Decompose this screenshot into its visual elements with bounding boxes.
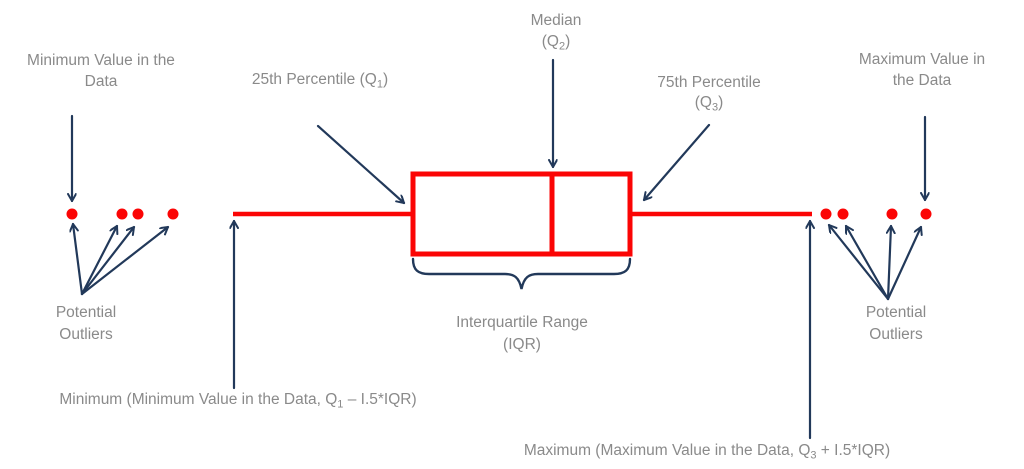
right-outliers-label-line2: Outliers [869, 326, 923, 343]
max-formula-close: + I.5*IQR) [817, 442, 891, 459]
iqr-brace [411, 257, 632, 290]
outlier-pointer-line [886, 225, 921, 301]
max-value-label-line2: the Data [893, 72, 952, 89]
q1-arrow [316, 124, 406, 205]
left-outliers-label: Potential [56, 304, 116, 321]
max-value-label: Maximum Value in [859, 51, 985, 68]
min-whisker-formula: Minimum (Minimum Value in the Data, Q1 –… [59, 391, 416, 411]
outlier-pointer-line [80, 225, 136, 296]
max-formula-subscript: 3 [810, 450, 816, 462]
min-formula-close: – I.5*IQR) [343, 391, 416, 408]
percentile25-close: ) [383, 71, 388, 88]
outlier-dot [132, 208, 144, 220]
percentile75-q-text: (Q [695, 94, 712, 111]
callout-arrows [72, 58, 925, 440]
outlier-pointer-line [80, 224, 117, 296]
percentile75-subscript: 3 [712, 102, 718, 114]
median-subscript: 2 [559, 41, 565, 53]
right-outlier-arrows [827, 223, 921, 301]
min-value-label: Minimum Value in the [27, 52, 175, 69]
percentile75-label-line2: (Q3) [695, 94, 724, 114]
percentile25-text: 25th Percentile (Q [252, 71, 377, 88]
median-label: Median [531, 12, 582, 29]
outlier-dot [920, 208, 932, 220]
outlier-pointer-line [827, 223, 890, 301]
outlier-dot [837, 208, 849, 220]
outlier-pointer-line [80, 225, 170, 296]
outlier-pointer-line [888, 224, 891, 301]
left-outlier-arrows [73, 222, 170, 296]
outlier-dot [167, 208, 179, 220]
left-outliers-label-line2: Outliers [59, 326, 113, 343]
min-formula-text: Minimum (Minimum Value in the Data, Q [59, 391, 337, 408]
percentile75-label: 75th Percentile [657, 74, 760, 91]
left-outlier-dots [66, 208, 179, 220]
max-formula-text: Maximum (Maximum Value in the Data, Q [524, 442, 811, 459]
diagram-labels: Minimum Value in the Data 25th Percentil… [27, 12, 985, 462]
outlier-pointer-line [73, 222, 84, 296]
min-value-label-line2: Data [85, 73, 118, 90]
min-formula-subscript: 1 [337, 399, 343, 411]
outlier-dot [116, 208, 128, 220]
percentile25-subscript: 1 [377, 79, 383, 91]
outlier-dot [886, 208, 898, 220]
percentile75-close: ) [718, 94, 723, 111]
iqr-label-line2: (IQR) [503, 336, 541, 353]
median-q-text: (Q [542, 33, 559, 50]
iqr-label: Interquartile Range [456, 314, 588, 331]
median-close: ) [565, 33, 570, 50]
right-outliers-label: Potential [866, 304, 926, 321]
box-plot [66, 171, 932, 257]
q3-arrow [642, 123, 711, 202]
outlier-pointer-line [844, 224, 890, 301]
max-whisker-formula: Maximum (Maximum Value in the Data, Q3 +… [524, 442, 890, 462]
percentile25-label: 25th Percentile (Q1) [252, 71, 388, 91]
outlier-dot [66, 208, 78, 220]
right-outlier-dots [820, 208, 932, 220]
median-label-line2: (Q2) [542, 33, 571, 53]
outlier-dot [820, 208, 832, 220]
iqr-box [410, 171, 633, 257]
